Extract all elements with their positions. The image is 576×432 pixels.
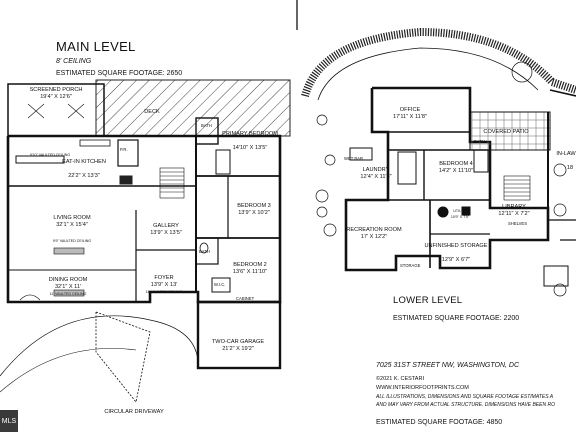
room-dims-gallery: 13'9" X 13'5"	[150, 230, 182, 236]
main-stairs	[159, 167, 185, 199]
main-house-walls	[6, 134, 282, 304]
disclaimer-line-1: ALL ILLUSTRATIONS, DIMENSIONS AND SQUARE…	[376, 394, 554, 400]
room-label-bedroom-2: BEDROOM 2	[233, 262, 267, 268]
room-dims-screened-porch: 19'4" X 12'6"	[40, 94, 72, 100]
room-label-gallery: GALLERY	[153, 223, 179, 229]
label-hall-bath: BATH	[199, 249, 210, 254]
covered-patio-area	[469, 111, 551, 151]
landscape-trees	[315, 61, 567, 297]
room-label-deck: DECK	[144, 109, 160, 115]
room-label-utility: UTILITY	[453, 209, 467, 213]
lower-level-plan	[301, 27, 576, 297]
room-dims-bedroom-4: 14'2" X 11'10"	[438, 168, 474, 174]
label-circular-driveway: CIRCULAR DRIVEWAY	[104, 409, 164, 415]
lower-stairs	[503, 175, 531, 201]
room-label-dining-room: DINING ROOM	[48, 277, 88, 283]
lower-level-sqft: ESTIMATED SQUARE FOOTAGE: 2200	[393, 315, 520, 322]
room-dims-office: 17'11" X 11'8"	[393, 114, 427, 120]
kitchen-appliance	[119, 175, 133, 185]
room-label-office: OFFICE	[399, 107, 421, 113]
room-label-screened-porch: SCREENED PORCH	[29, 87, 83, 93]
room-dims-eat-in-kitchen: 22'2" X 13'3"	[68, 173, 100, 179]
main-level-title: MAIN LEVEL	[56, 39, 136, 54]
disclaimer-line-2: AND MAY VARY FROM ACTUAL STRUCTURE. DIME…	[376, 402, 556, 408]
room-dims-dining-room: 32'1" X 11'	[54, 284, 82, 290]
deck-area	[95, 79, 291, 137]
room-note-foyer: 11' VAULTED CEILING	[145, 290, 183, 294]
garage-area	[196, 300, 282, 370]
label-pr: P.R.	[120, 147, 128, 152]
room-label-primary-bedroom: PRIMARY BEDROOM	[222, 131, 278, 137]
room-dims-living-room: 32'1" X 15'4"	[56, 222, 88, 228]
room-label-unfinished-storage: UNFINISHED STORAGE	[424, 243, 488, 249]
label-storage: STORAGE	[400, 263, 421, 268]
label-lower-bath: BATH	[474, 139, 485, 144]
lower-bath	[397, 151, 417, 185]
room-label-bedroom-3: BEDROOM 3	[237, 203, 271, 209]
property-address: 7025 31ST STREET NW, WASHINGTON, DC	[376, 362, 520, 369]
label-wet-bar: WET BAR	[344, 156, 364, 161]
room-dims-in-law: 18	[566, 165, 574, 171]
hall-bath	[195, 237, 219, 265]
room-dims-library: 12'11" X 7'2"	[498, 211, 530, 217]
landscape-planting	[95, 311, 151, 403]
primary-wic	[215, 149, 231, 175]
main-level-ceiling: 8' CEILING	[56, 58, 92, 65]
room-label-recreation-room: RECREATION ROOM	[346, 227, 402, 233]
copyright: ©2021 K. CESTARI	[376, 376, 424, 382]
label-shelves: SHELVES	[508, 221, 528, 226]
room-label-eat-in-kitchen: EAT-IN KITCHEN	[62, 159, 106, 165]
curved-walkway	[301, 27, 576, 98]
room-note-dining-room: 11' VAULTED CEILING	[49, 292, 87, 296]
room-label-two-car-garage: TWO-CAR GARAGE	[211, 339, 265, 345]
room-label-in-law: IN-LAW	[556, 151, 576, 157]
driveway-curve	[0, 315, 199, 377]
room-dims-utility: 10'9" X 7'5"	[450, 215, 470, 219]
room-dims-recreation-room: 17' X 12'2"	[360, 234, 388, 240]
bedroom2-wic	[211, 277, 231, 293]
website: WWW.INTERIORFOOTPRINTS.COM	[376, 385, 469, 391]
main-level-plan	[0, 79, 291, 403]
room-dims-primary-bedroom: 14'10" X 13'5"	[232, 145, 268, 151]
room-dims-laundry: 12'4" X 11'3"	[360, 174, 392, 180]
lower-level-title: LOWER LEVEL	[393, 295, 463, 306]
room-label-covered-patio: COVERED PATIO	[483, 129, 529, 135]
room-label-living-room: LIVING ROOM	[53, 215, 91, 221]
room-dims-bedroom-2: 13'6" X 11'10"	[232, 269, 268, 275]
label-cabinet: CABINET	[236, 296, 255, 301]
kitchen-island	[15, 155, 65, 164]
room-note-living-room: 9'9" VAULTED CEILING	[52, 239, 92, 243]
label-primary-bath: BATH	[201, 123, 212, 128]
room-label-bedroom-4: BEDROOM 4	[439, 161, 473, 167]
mls-watermark: MLS	[0, 410, 18, 432]
room-label-library: LIBRARY	[502, 204, 526, 210]
total-sqft: ESTIMATED SQUARE FOOTAGE: 4850	[376, 419, 503, 426]
label-wic: W.I.C.	[214, 282, 226, 287]
room-dims-bedroom-3: 13'9" X 10'2"	[238, 210, 270, 216]
room-dims-unfinished-storage: 12'9" X 6'7"	[441, 257, 471, 263]
room-dims-two-car-garage: 21'2" X 19'2"	[222, 346, 254, 352]
room-label-foyer: FOYER	[154, 275, 174, 281]
room-note-eat-in-kitchen: 9'10" VAULTED CEILING	[29, 153, 71, 157]
primary-bath	[195, 117, 219, 145]
room-label-laundry: LAUNDRY	[362, 167, 390, 173]
main-level-sqft: ESTIMATED SQUARE FOOTAGE: 2650	[56, 70, 183, 77]
room-dims-foyer: 13'9" X 13'	[150, 282, 178, 288]
